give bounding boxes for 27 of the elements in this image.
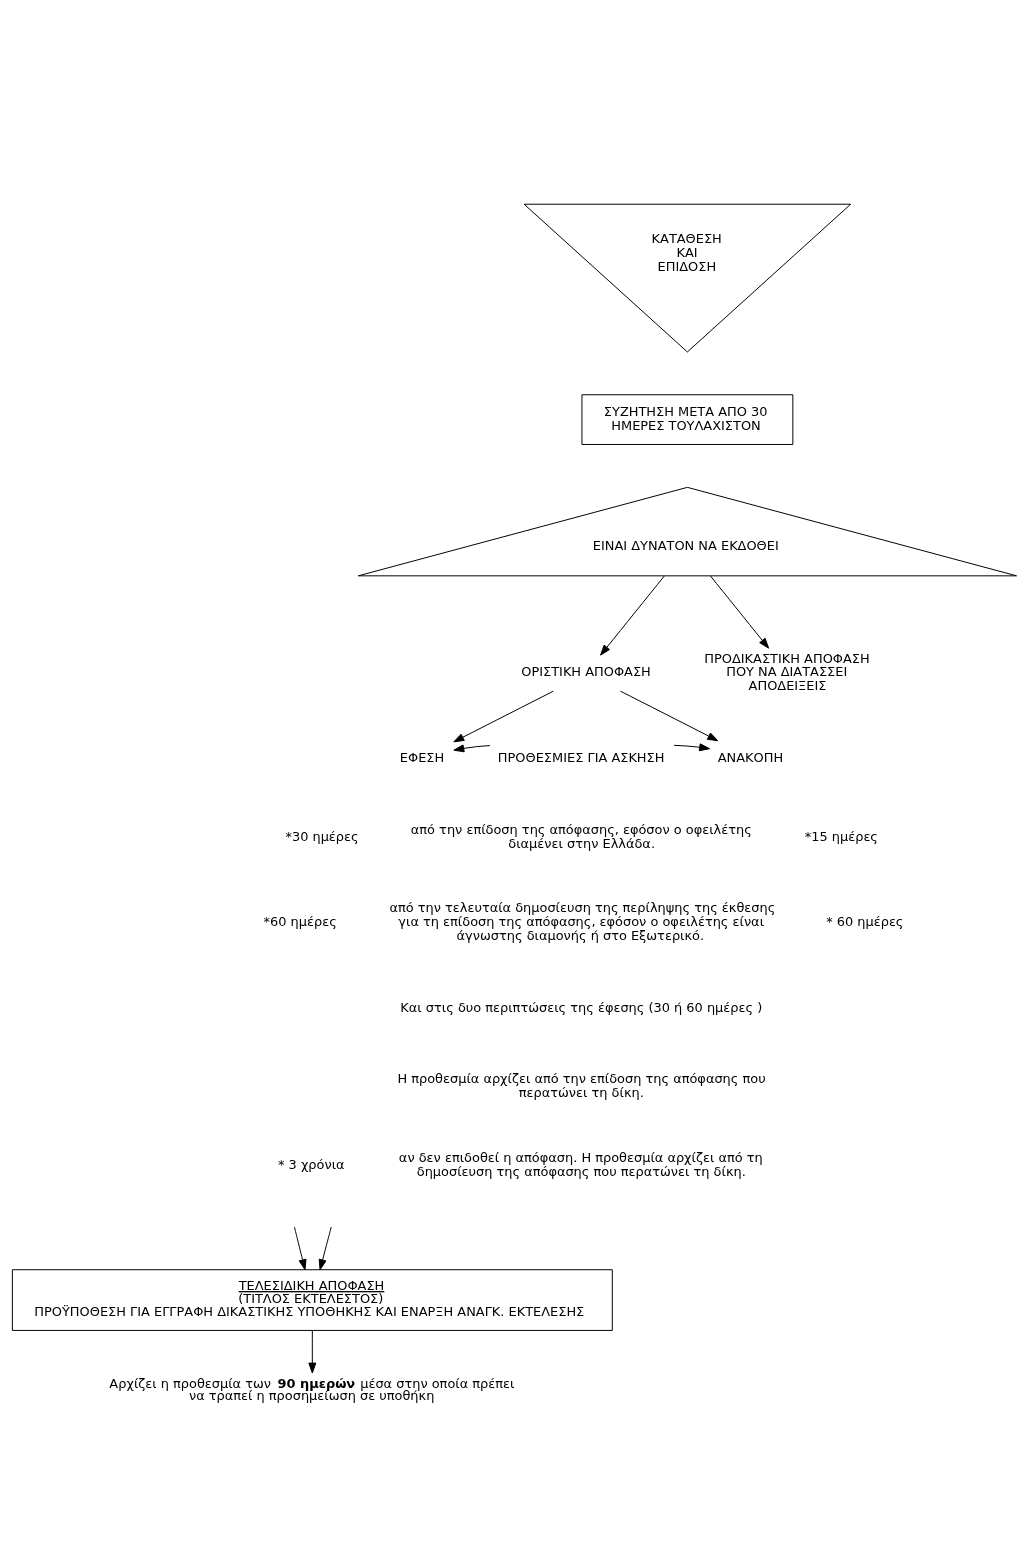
- label: * 60 ημέρες: [826, 914, 904, 930]
- node-text: ΑΝΑΚΟΠΗ: [717, 750, 784, 766]
- arrow: [293, 1226, 307, 1271]
- label: Η προθεσμία αρχίζει από την επίδοση της απόφασης που περατώνει τη δίκη.: [397, 1071, 766, 1101]
- label: από την επίδοση της απόφασης, εφόσον ο οφειλέτης διαμένει στην Ελλάδα.: [410, 821, 752, 851]
- arrow: [709, 575, 770, 649]
- node-box: ΤΕΛΕΣΙΔΙΚΗ ΑΠΟΦΑΣΗ (ΤΙΤΛΟΣ ΕΚΤΕΛΕΣΤΟΣ) ΠΡΟΫΠΟΘΕΣΗ ΓΙΑ ΕΓΓΡΑΦΗ ΔΙΚΑΣΤΙΚΗΣ ΥΠΟΘΗΚΗΣ ΚΑΙ ΕΝΑΡΞΗ ΑΝΑΓΚ. ΕΚΤΕΛΕΣΗΣ: [11, 1269, 613, 1331]
- node-text: ΠΡΟΘΕΣΜΙΕΣ ΓΙΑ ΑΣΚΗΣΗ: [497, 750, 665, 766]
- label: Και στις δυο περιπτώσεις της έφεσης (30 ή 60 ημέρες ): [400, 999, 763, 1015]
- node-text: ΕΦΕΣΗ: [399, 750, 445, 766]
- arrow: [453, 744, 491, 753]
- arrow: [308, 1330, 317, 1374]
- label: *60 ημέρες: [263, 914, 337, 930]
- label: * 3 χρόνια: [278, 1156, 345, 1172]
- label: *30 ημέρες: [285, 828, 359, 844]
- node-box: ΣΥΖΗΤΗΣΗ ΜΕΤΑ ΑΠΟ 30 ΗΜΕΡΕΣ ΤΟΥΛΑΧΙΣΤΟΝ: [581, 394, 794, 445]
- node-text: ΟΡΙΣΤΙΚΗ ΑΠΟΦΑΣΗ: [521, 664, 651, 680]
- arrow: [600, 575, 665, 656]
- label: αν δεν επιδοθεί η απόφαση. Η προθεσμία αρχίζει από τη δημοσίευση της απόφασης που περατώνει τη δίκη.: [398, 1149, 763, 1179]
- label: από την τελευταία δημοσίευση της περίληψης της έκθεσης για τη επίδοση της απόφασης, εφόσον ο οφειλέτης είναι άγνωστης διαμονής ή στο Εξωτερικό.: [389, 900, 776, 944]
- arrow: [318, 1226, 332, 1271]
- arrow: [453, 690, 554, 743]
- arrow: [620, 690, 719, 742]
- node-text: Αρχίζει η προθεσμία των 90 ημερών μέσα στην οποία πρέπει να τραπεί η προσημείωση σε υποθήκη: [109, 1375, 515, 1404]
- arrow: [673, 743, 711, 752]
- node-text: ΠΡΟΔΙΚΑΣΤΙΚΗ ΑΠΟΦΑΣΗ ΠΟΥ ΝΑ ΔΙΑΤΑΣΣΕΙ ΑΠΟΔΕΙΞΕΙΣ: [704, 650, 870, 694]
- label: *15 ημέρες: [804, 828, 878, 844]
